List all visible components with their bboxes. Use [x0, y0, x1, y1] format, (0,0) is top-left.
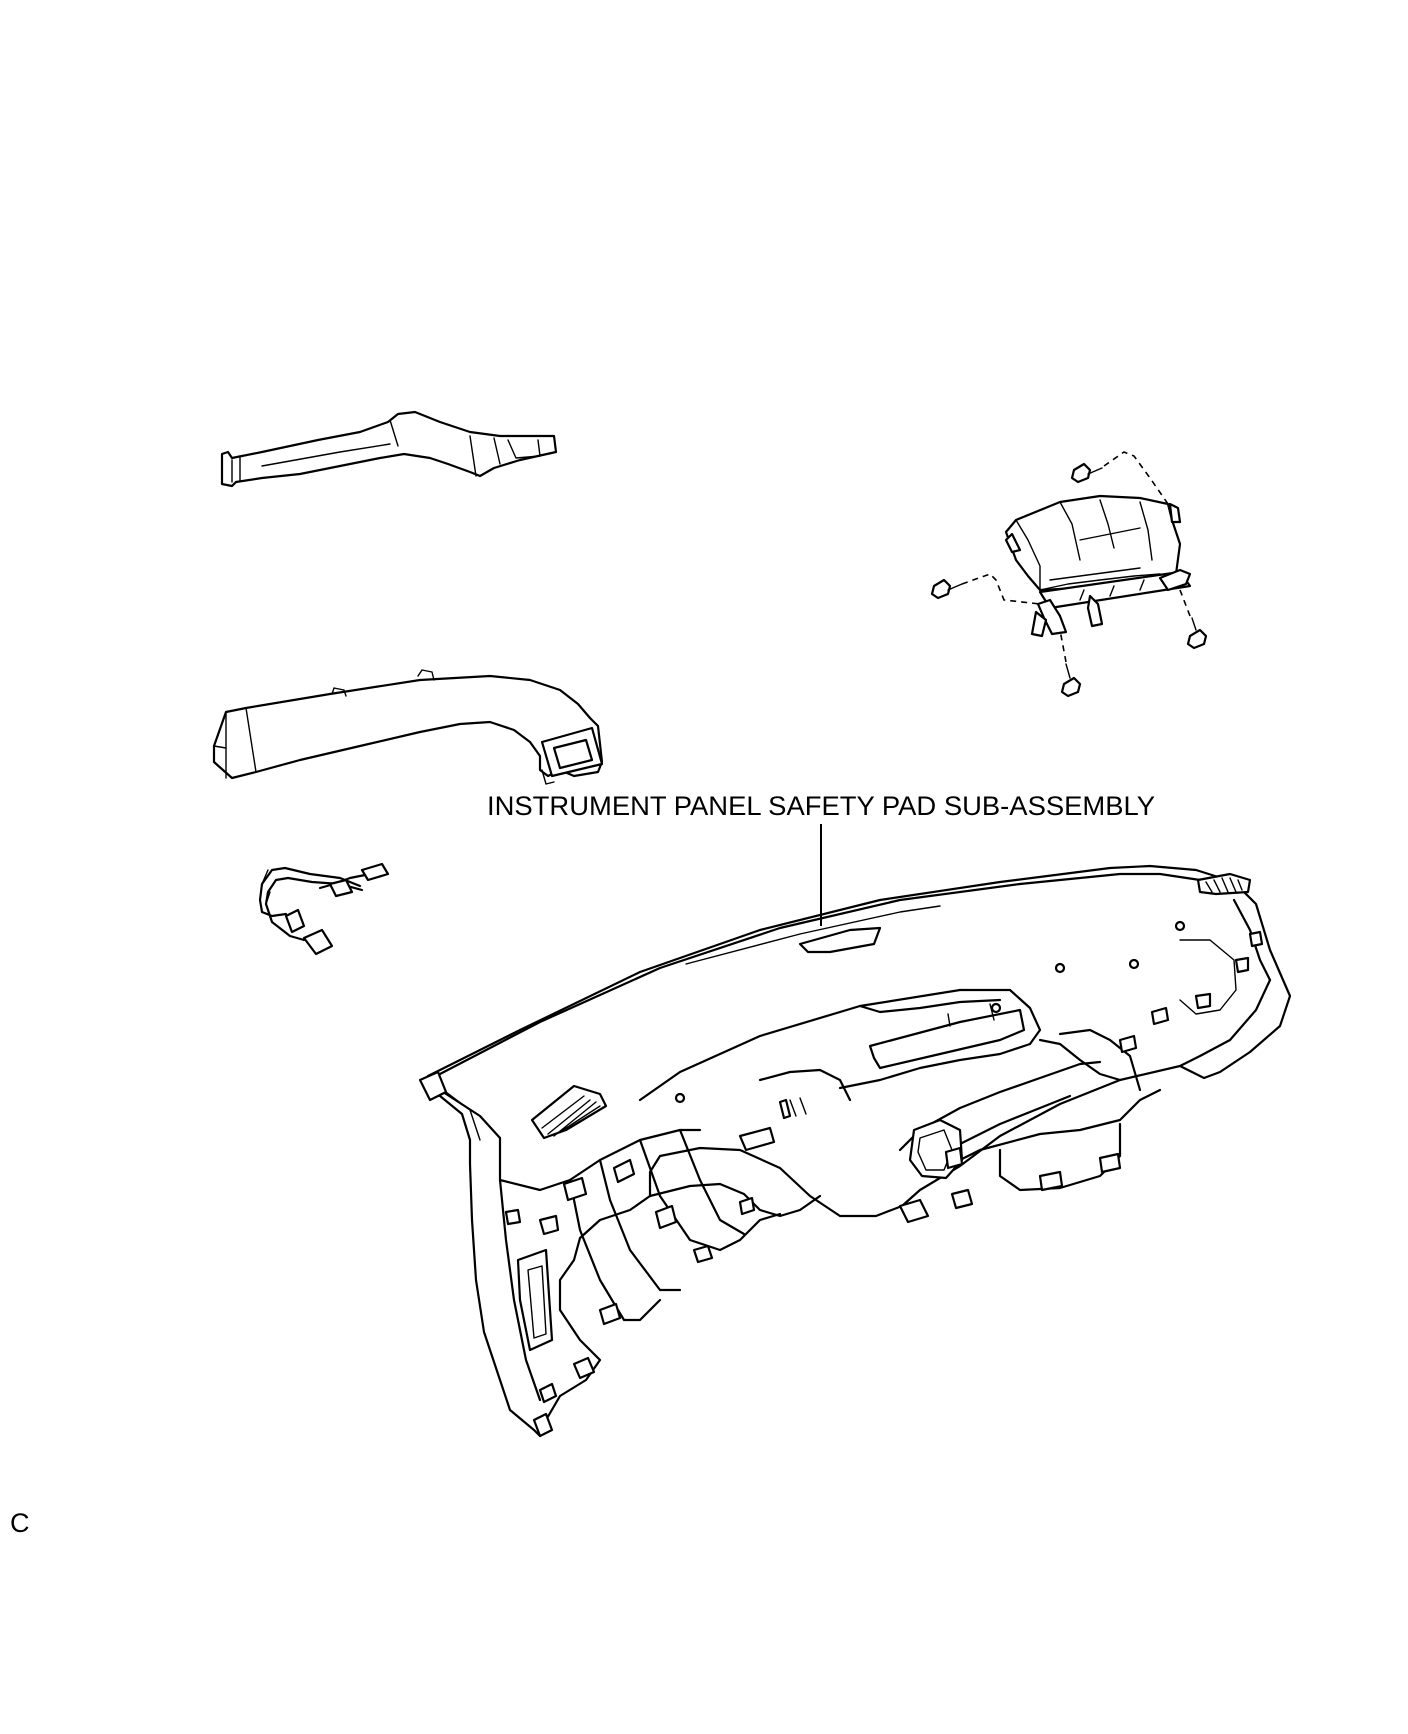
- airbag-bolt-left: [930, 573, 1041, 605]
- upper-air-duct: [220, 410, 558, 488]
- instrument-panel-safety-pad: [418, 864, 1292, 1438]
- figure-code: C: [10, 1508, 30, 1538]
- safety-pad-callout-label: INSTRUMENT PANEL SAFETY PAD SUB-ASSEMBLY: [487, 791, 1155, 821]
- lower-air-duct: [212, 669, 604, 785]
- airbag-bolt-bottom-right: [1179, 589, 1208, 650]
- airbag-bolt-top: [1070, 451, 1169, 505]
- wire-harness: [258, 862, 390, 956]
- passenger-airbag-assembly: [1004, 494, 1192, 638]
- airbag-bolt-bottom-center: [1059, 629, 1082, 698]
